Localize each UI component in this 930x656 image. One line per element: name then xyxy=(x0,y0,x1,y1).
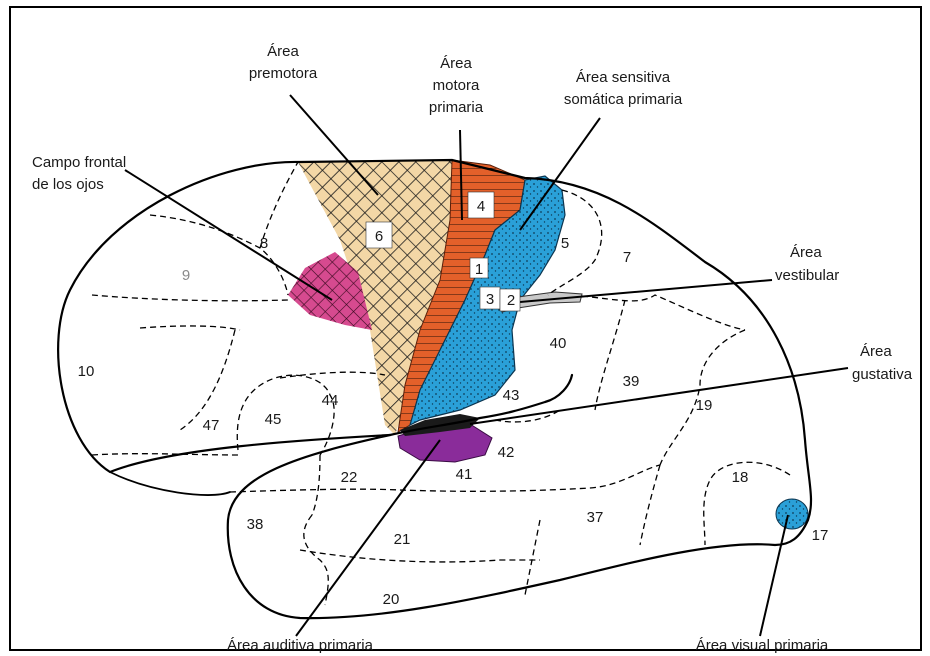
area-7-number: 7 xyxy=(623,249,631,266)
area-5-number: 5 xyxy=(561,235,569,252)
area-37-number: 37 xyxy=(587,509,604,526)
area-border-44 xyxy=(280,372,385,378)
area-19-number: 19 xyxy=(696,397,713,414)
area-6-number: 6 xyxy=(375,228,383,245)
frontal-eye-label-line2: de los ojos xyxy=(32,176,104,193)
area-4-number: 4 xyxy=(477,198,485,215)
area-border-21-20 xyxy=(300,550,540,562)
area-1-number: 1 xyxy=(475,261,483,278)
area-border-38 xyxy=(304,515,328,605)
area-43-number: 43 xyxy=(503,387,520,404)
temporal-lower-border xyxy=(110,472,230,495)
visual-label: Área visual primaria xyxy=(696,637,829,654)
area-20-number: 20 xyxy=(383,591,400,608)
vestibular-label-line1: Área xyxy=(790,244,822,261)
area-10-number: 10 xyxy=(78,363,95,380)
area-border-10-47 xyxy=(180,330,235,430)
area-border-22-21 xyxy=(230,465,660,492)
leader-auditory xyxy=(296,440,440,636)
area-44-number: 44 xyxy=(322,392,339,409)
area-8-number: 8 xyxy=(260,235,268,252)
area-border-46 xyxy=(140,326,240,330)
area-47-number: 47 xyxy=(203,417,220,434)
area-border-9-10 xyxy=(92,295,288,301)
frontal-eye-label-line1: Campo frontal xyxy=(32,154,126,171)
premotor-label-line2: premotora xyxy=(249,65,318,82)
leader-frontal-eye xyxy=(125,170,332,300)
area-39-number: 39 xyxy=(623,373,640,390)
area-3-number: 3 xyxy=(486,291,494,308)
area-41-number: 41 xyxy=(456,466,473,483)
area-border-19-18 xyxy=(640,465,660,545)
somatosensory-label-line2: somática primaria xyxy=(564,91,683,108)
gustatory-label-line1: Área xyxy=(860,343,892,360)
vestibular-label-line2: vestibular xyxy=(775,267,839,284)
primary-visual-area-region xyxy=(776,499,808,529)
area-18-number: 18 xyxy=(732,469,749,486)
area-border-22-left xyxy=(312,455,320,515)
leader-gustatory xyxy=(470,368,848,424)
area-21-number: 21 xyxy=(394,531,411,548)
area-9-number: 9 xyxy=(182,267,190,284)
motor-label-line1: Área xyxy=(440,55,472,72)
area-border-37 xyxy=(525,520,540,595)
area-38-number: 38 xyxy=(247,516,264,533)
area-border-47-base xyxy=(92,454,240,455)
area-border-40-39 xyxy=(595,300,625,410)
premotor-label-line1: Área xyxy=(267,43,299,60)
area-42-number: 42 xyxy=(498,444,515,461)
area-40-number: 40 xyxy=(550,335,567,352)
area-border-7-40 xyxy=(582,295,745,330)
area-45-number: 45 xyxy=(265,411,282,428)
leader-visual xyxy=(760,515,788,636)
area-17-number: 17 xyxy=(812,527,829,544)
motor-label-line3: primaria xyxy=(429,99,484,116)
auditory-label: Área auditiva primaria xyxy=(227,637,374,654)
gustatory-label-line2: gustativa xyxy=(852,366,913,383)
area-2-number: 2 xyxy=(507,292,515,309)
somatosensory-label-line1: Área sensitiva xyxy=(576,69,671,86)
area-22-number: 22 xyxy=(341,469,358,486)
motor-label-line2: motora xyxy=(433,77,480,94)
